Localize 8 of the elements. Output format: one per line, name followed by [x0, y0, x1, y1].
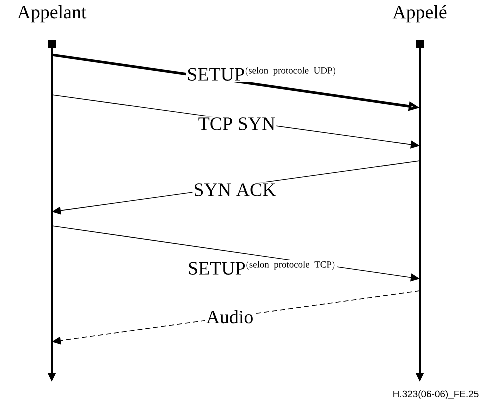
edge-label: Audio: [205, 309, 255, 325]
edge-label: SYN ACK: [192, 182, 278, 198]
edge-label: TCP SYN: [197, 116, 277, 132]
edge-label: $\mathrm{SETUP}^{\scriptscriptstyle\mathrm{(selon\ protocole\ TCP)}}$: [186, 260, 338, 276]
lifeline-label: Appelant: [18, 5, 87, 23]
lifeline-label: Appelé: [392, 5, 447, 23]
edge-label: $\mathrm{SETUP}^{\scriptscriptstyle\mathrm{(selon\ protocole\ UDP)}}$: [186, 66, 338, 82]
figure-number: H.323(06-06)_FE.25: [394, 390, 479, 400]
